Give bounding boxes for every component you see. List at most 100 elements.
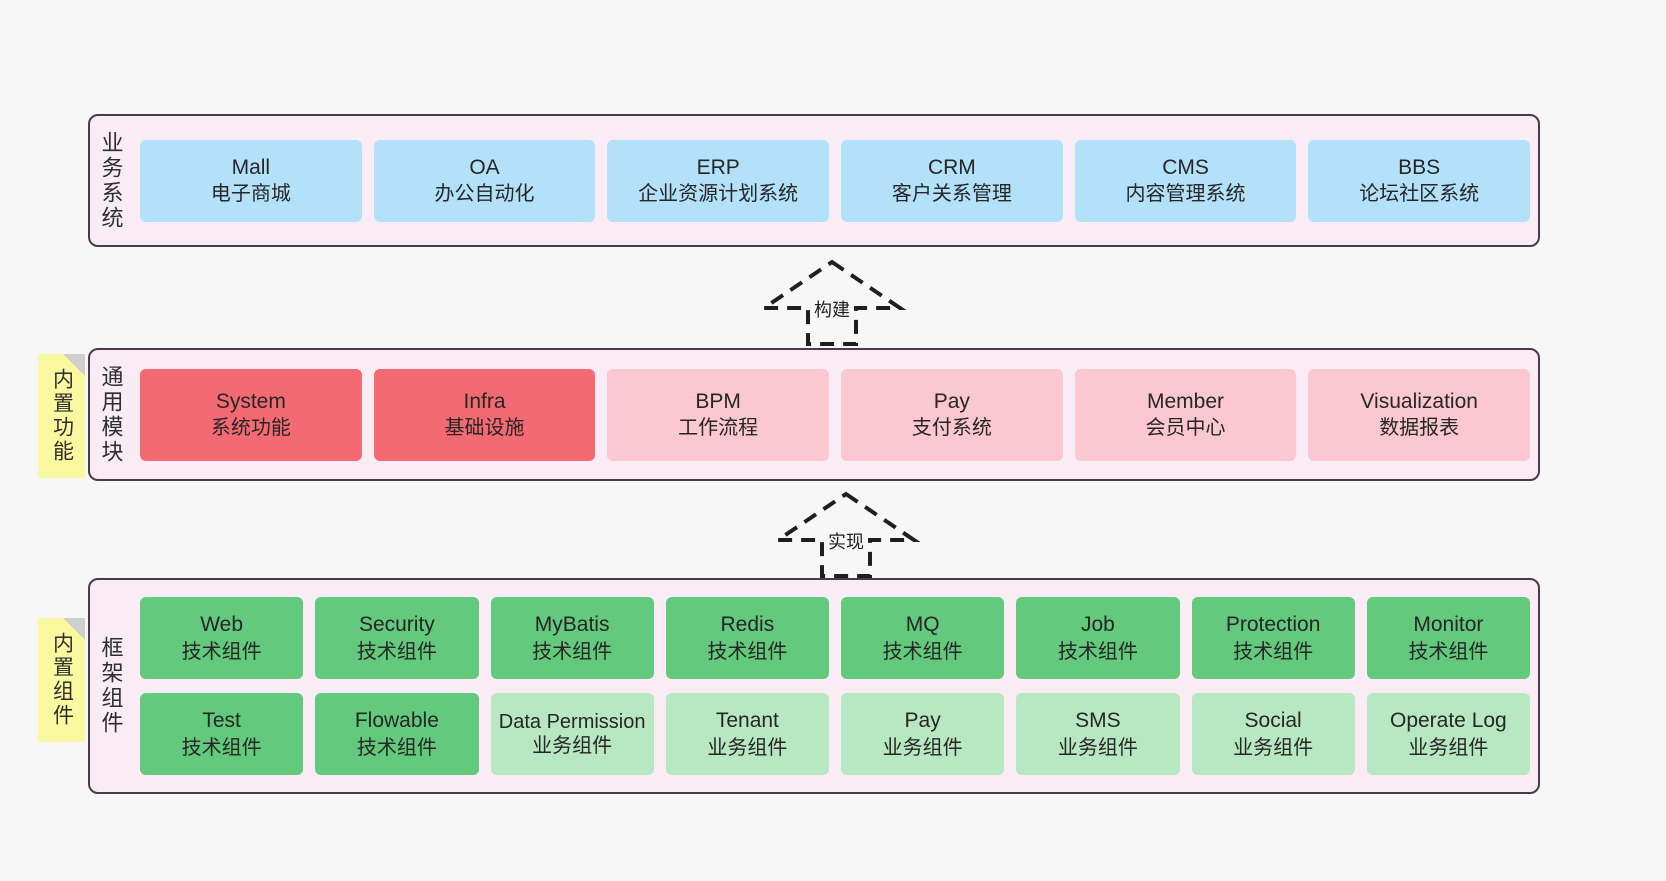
box-protection[interactable]: Protection 技术组件 [1191, 597, 1355, 679]
box-subtitle: 系统功能 [210, 417, 291, 440]
box-title: Protection [1225, 613, 1321, 637]
box-title: Monitor [1413, 613, 1484, 637]
box-title: Job [1080, 613, 1115, 637]
box-operate-log[interactable]: Operate Log 业务组件 [1366, 693, 1530, 775]
box-title: Pay [904, 709, 941, 733]
note-builtin-functions: 内置功能 [38, 354, 85, 478]
box-oa[interactable]: OA 办公自动化 [373, 139, 596, 222]
box-visualization[interactable]: Visualization 数据报表 [1308, 368, 1531, 461]
box-title: MyBatis [534, 613, 610, 637]
layer-business-systems: 业务系统 Mall 电子商城 OA 办公自动化 ERP 企业资源计划系统 CRM… [88, 114, 1540, 247]
box-subtitle: 客户关系管理 [891, 183, 1012, 206]
box-sms[interactable]: SMS 业务组件 [1016, 693, 1180, 775]
box-bpm[interactable]: BPM 工作流程 [607, 368, 830, 461]
box-web[interactable]: Web 技术组件 [140, 597, 304, 679]
box-mq[interactable]: MQ 技术组件 [841, 597, 1005, 679]
box-job[interactable]: Job 技术组件 [1016, 597, 1180, 679]
box-cms[interactable]: CMS 内容管理系统 [1074, 139, 1297, 222]
box-subtitle: 业务组件 [882, 736, 963, 759]
box-subtitle: 会员中心 [1145, 417, 1226, 440]
box-test[interactable]: Test 技术组件 [140, 693, 304, 775]
framework-business-row: Test 技术组件 Flowable 技术组件 Data Permission … [140, 693, 1530, 775]
box-title: CMS [1162, 155, 1209, 179]
box-title: Mall [231, 155, 271, 179]
box-subtitle: 技术组件 [1408, 640, 1489, 663]
box-title: Member [1147, 389, 1225, 413]
note-fold-corner-icon [63, 618, 85, 640]
box-subtitle: 技术组件 [882, 640, 963, 663]
box-subtitle: 企业资源计划系统 [638, 183, 799, 206]
layer-title-framework-components: 框架组件 [98, 636, 124, 736]
box-subtitle: 技术组件 [1233, 640, 1314, 663]
box-redis[interactable]: Redis 技术组件 [665, 597, 829, 679]
box-subtitle: 电子商城 [210, 183, 291, 206]
box-subtitle: 基础设施 [444, 417, 525, 440]
box-tenant[interactable]: Tenant 业务组件 [665, 693, 829, 775]
box-subtitle: 数据报表 [1379, 417, 1460, 440]
box-title: Operate Log [1389, 709, 1507, 733]
layer-title-business-systems: 业务系统 [98, 130, 124, 231]
box-title: OA [469, 155, 500, 179]
connector-implement-label: 实现 [828, 532, 864, 552]
box-subtitle: 业务组件 [707, 736, 788, 759]
box-title: Data Permission [498, 710, 646, 733]
box-subtitle: 业务组件 [1233, 736, 1314, 759]
framework-tech-row: Web 技术组件 Security 技术组件 MyBatis 技术组件 Redi… [140, 597, 1530, 679]
box-flowable[interactable]: Flowable 技术组件 [315, 693, 479, 775]
box-subtitle: 工作流程 [678, 417, 759, 440]
connector-implement: 实现 [766, 488, 926, 580]
box-title: Social [1244, 709, 1302, 733]
box-title: Pay [933, 389, 970, 413]
box-subtitle: 业务组件 [1408, 736, 1489, 759]
box-subtitle: 业务组件 [532, 735, 613, 757]
box-subtitle: 技术组件 [532, 640, 613, 663]
box-crm[interactable]: CRM 客户关系管理 [841, 139, 1063, 222]
box-title: SMS [1075, 709, 1121, 733]
note-label: 内置功能 [50, 368, 74, 464]
box-subtitle: 技术组件 [356, 640, 437, 663]
dashed-hollow-arrow-up-icon [771, 491, 921, 578]
layer-common-modules: 通用模块 System 系统功能 Infra 基础设施 BPM 工作流程 Pay… [88, 348, 1540, 481]
box-title: Security [358, 613, 435, 637]
box-title: Visualization [1360, 389, 1478, 413]
box-social[interactable]: Social 业务组件 [1191, 693, 1355, 775]
connector-build-label: 构建 [814, 300, 850, 320]
box-pay-module[interactable]: Pay 支付系统 [841, 368, 1063, 461]
box-title: System [215, 389, 286, 413]
box-title: MQ [905, 613, 940, 637]
box-title: ERP [696, 155, 740, 179]
box-erp[interactable]: ERP 企业资源计划系统 [607, 139, 830, 222]
box-data-permission[interactable]: Data Permission 业务组件 [490, 693, 654, 775]
connector-build: 构建 [752, 256, 912, 348]
note-label: 内置组件 [50, 632, 74, 728]
box-pay-component[interactable]: Pay 业务组件 [841, 693, 1005, 775]
layer-title-common-modules: 通用模块 [98, 364, 124, 465]
box-subtitle: 业务组件 [1057, 736, 1138, 759]
box-title: Redis [720, 613, 775, 637]
box-security[interactable]: Security 技术组件 [315, 597, 479, 679]
box-subtitle: 内容管理系统 [1125, 183, 1246, 206]
common-modules-row: System 系统功能 Infra 基础设施 BPM 工作流程 Pay 支付系统… [140, 368, 1531, 461]
box-subtitle: 技术组件 [1057, 640, 1138, 663]
box-title: BPM [695, 389, 741, 413]
box-title: Infra [463, 389, 506, 413]
box-member[interactable]: Member 会员中心 [1074, 368, 1297, 461]
box-title: Test [202, 709, 241, 733]
box-subtitle: 办公自动化 [434, 183, 535, 206]
box-subtitle: 技术组件 [181, 640, 262, 663]
note-builtin-components: 内置组件 [38, 618, 85, 742]
box-infra[interactable]: Infra 基础设施 [373, 368, 596, 461]
dashed-hollow-arrow-up-icon [757, 259, 907, 346]
box-title: CRM [927, 155, 976, 179]
box-subtitle: 支付系统 [911, 417, 992, 440]
box-system[interactable]: System 系统功能 [140, 368, 362, 461]
box-subtitle: 技术组件 [356, 736, 437, 759]
box-mybatis[interactable]: MyBatis 技术组件 [490, 597, 654, 679]
box-monitor[interactable]: Monitor 技术组件 [1366, 597, 1530, 679]
box-subtitle: 技术组件 [181, 736, 262, 759]
box-title: Tenant [715, 709, 779, 733]
box-bbs[interactable]: BBS 论坛社区系统 [1308, 139, 1531, 222]
business-systems-row: Mall 电子商城 OA 办公自动化 ERP 企业资源计划系统 CRM 客户关系… [140, 139, 1531, 222]
box-mall[interactable]: Mall 电子商城 [140, 139, 362, 222]
